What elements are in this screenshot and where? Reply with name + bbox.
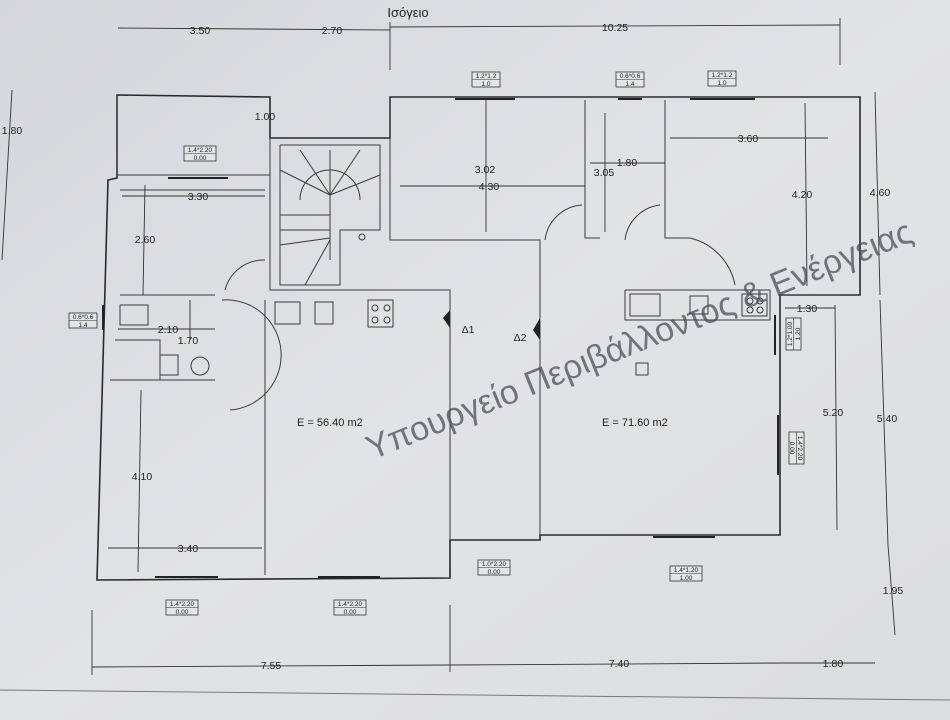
window-sill: 0.00	[194, 155, 207, 162]
dim-label: 1.70	[178, 335, 199, 347]
dimension-lines	[1, 18, 896, 675]
window-tag: 1.4*2.200.00	[333, 599, 367, 616]
window-sill: 0.00	[788, 442, 795, 455]
staircase	[279, 149, 381, 286]
window-size: 1.2*1.00	[787, 322, 794, 347]
kitchen-counter-right	[629, 293, 768, 376]
marker-d2: Δ2	[514, 332, 527, 344]
window-tag: 0.6*0.61.4	[68, 312, 98, 329]
dim-label: 3.60	[738, 133, 759, 145]
dim-label: 1.80	[823, 658, 844, 670]
window-tag: 1.4*1.201.00	[669, 565, 703, 582]
window-sill: 1.0	[481, 81, 490, 88]
window-tag: 1.4*2.200.00	[788, 431, 805, 465]
window-tags: 1.4*2.200.00 0.6*0.61.4 1.2*1.21.0 0.6*0…	[68, 70, 805, 616]
area-label-left: E = 56.40 m2	[297, 417, 363, 429]
window-size: 1.4*2.20	[188, 147, 213, 154]
paper-fold	[0, 689, 950, 701]
window-size: 0.6*0.6	[73, 314, 94, 321]
window-tag: 1.4*2.200.00	[183, 145, 217, 162]
window-tag: 1.0*2.200.00	[477, 559, 511, 576]
marker-triangle	[443, 310, 450, 328]
dim-label: 4.30	[479, 181, 500, 193]
window-openings	[102, 98, 779, 578]
dim-label: 10.25	[602, 22, 628, 34]
kitchen-counter-left	[274, 299, 394, 328]
doors	[189, 204, 736, 411]
window-sill: 0.00	[176, 609, 189, 616]
floor-title: Ισόγειο	[387, 5, 428, 20]
marker-triangle	[533, 318, 540, 340]
dim-label: 1.80	[617, 157, 638, 169]
dim-label: 1.80	[2, 125, 23, 137]
bathroom-fixtures	[119, 304, 210, 376]
area-label-right: E = 71.60 m2	[602, 417, 668, 429]
window-sill: 1.4	[78, 322, 87, 329]
window-sill: 1.20	[795, 327, 802, 340]
dim-label: 1.95	[883, 585, 904, 597]
dim-label: 2.10	[158, 324, 179, 336]
dim-label: 2.70	[322, 25, 343, 37]
window-size: 1.0*2.20	[482, 561, 507, 568]
window-sill: 1.00	[680, 575, 693, 582]
dim-label: 1.30	[797, 303, 818, 315]
window-tag: 1.2*1.21.0	[471, 71, 501, 88]
window-sill: 1.4	[625, 81, 634, 88]
dim-label: 3.30	[188, 191, 209, 203]
dim-label: 3.50	[190, 25, 211, 37]
marker-d1: Δ1	[462, 324, 475, 336]
window-size: 0.6*0.6	[620, 73, 641, 80]
dim-label: 3.02	[475, 164, 496, 176]
dim-label: 5.40	[877, 413, 898, 425]
window-sill: 0.00	[488, 569, 501, 576]
dim-label: 4.20	[792, 189, 813, 201]
dim-label: 7.55	[261, 660, 282, 672]
dimension-labels: 3.50 2.70 10.25 1.80 1.00 3.30 2.60 2.10…	[2, 22, 904, 672]
window-tag: 1.4*2.200.00	[165, 599, 199, 616]
dim-label: 7.40	[609, 658, 630, 670]
window-size: 1.4*2.20	[338, 601, 363, 608]
window-sill: 1.0	[717, 80, 726, 87]
window-size: 1.4*1.20	[674, 567, 699, 574]
window-size: 1.2*1.2	[476, 73, 497, 80]
window-sill: 0.00	[344, 609, 357, 616]
dim-label: 2.60	[135, 234, 156, 246]
dim-label: 1.00	[255, 111, 276, 123]
dim-label: 4.10	[132, 471, 153, 483]
window-size: 1.4*2.20	[796, 436, 803, 461]
window-tag: 1.2*1.21.0	[707, 70, 737, 87]
dim-label: 3.05	[594, 167, 615, 179]
window-tag: 0.6*0.61.4	[615, 71, 645, 88]
dim-label: 4.60	[870, 187, 891, 199]
window-size: 1.4*2.20	[170, 601, 195, 608]
dim-label: 3.40	[178, 543, 199, 555]
dim-label: 5.20	[823, 407, 844, 419]
window-size: 1.2*1.2	[712, 72, 733, 79]
